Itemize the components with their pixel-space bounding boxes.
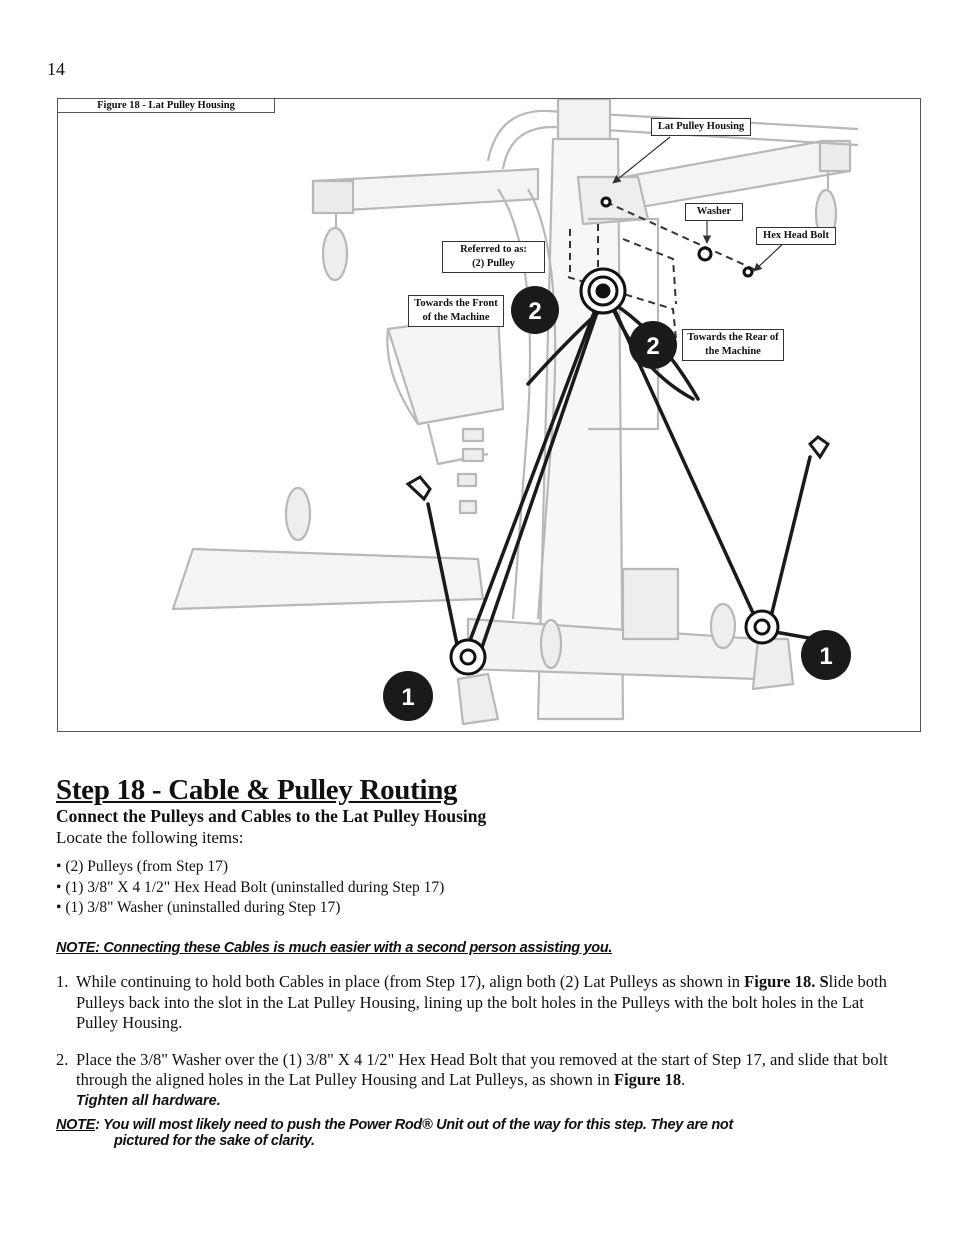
instruction-item: 1. While continuing to hold both Cables … xyxy=(56,972,896,1034)
callout-towards-front: Towards the Front of the Machine xyxy=(408,295,504,327)
svg-text:2: 2 xyxy=(528,298,541,325)
svg-text:2: 2 xyxy=(646,333,659,360)
step-title: Step 18 - Cable & Pulley Routing xyxy=(56,774,458,806)
marker-2-rear: 2 xyxy=(629,321,677,369)
list-item: (2) Pulleys (from Step 17) xyxy=(56,857,444,878)
list-item: (1) 3/8" Washer (uninstalled during Step… xyxy=(56,898,444,919)
marker-1-right: 1 xyxy=(801,630,851,680)
callout-front-line2: of the Machine xyxy=(422,312,490,323)
figure-18: 2 2 1 1 Figure 18 - Lat Pulley Housing L… xyxy=(57,98,921,732)
note-power-rod: NOTE: You will most likely need to push … xyxy=(56,1117,856,1149)
instruction-list: 1. While continuing to hold both Cables … xyxy=(56,972,896,1127)
callout-referred-to-as: Referred to as: (2) Pulley xyxy=(442,241,545,273)
machine-diagram: 2 2 1 1 xyxy=(171,99,859,726)
marker-1-left: 1 xyxy=(383,671,433,721)
parts-list: (2) Pulleys (from Step 17) (1) 3/8" X 4 … xyxy=(56,857,444,919)
list-item: (1) 3/8" X 4 1/2" Hex Head Bolt (uninsta… xyxy=(56,878,444,899)
callout-washer: Washer xyxy=(685,203,743,221)
marker-2-front: 2 xyxy=(511,286,559,334)
callout-referred-line2: (2) Pulley xyxy=(472,258,515,269)
callout-rear-line2: the Machine xyxy=(705,346,761,357)
note-second-person: NOTE: Connecting these Cables is much ea… xyxy=(56,940,613,956)
note-text-line1: : You will most likely need to push the … xyxy=(95,1117,733,1133)
svg-text:1: 1 xyxy=(819,643,832,670)
instruction-number: 1. xyxy=(56,972,69,991)
figure-reference: Figure 18 xyxy=(614,1070,682,1089)
step-subheading: Connect the Pulleys and Cables to the La… xyxy=(56,806,487,826)
intro-text: Locate the following items: xyxy=(56,828,244,847)
callout-referred-line1: Referred to as: xyxy=(460,244,527,255)
note-label: NOTE xyxy=(56,1117,96,1133)
instruction-text: While continuing to hold both Cables in … xyxy=(76,972,745,991)
callout-rear-line1: Towards the Rear of xyxy=(687,332,779,343)
instruction-item: 2. Place the 3/8" Washer over the (1) 3/… xyxy=(56,1050,896,1112)
instruction-number: 2. xyxy=(56,1049,69,1069)
instruction-bold-letter: S xyxy=(819,972,829,991)
instruction-text: Place the 3/8" Washer over the (1) 3/8" … xyxy=(76,1049,888,1090)
instruction-text: . xyxy=(681,1070,686,1089)
note-text-line2: pictured for the sake of clarity. xyxy=(114,1133,315,1149)
callout-towards-rear: Towards the Rear of the Machine xyxy=(682,329,784,361)
page-number: 14 xyxy=(47,59,65,79)
callout-front-line1: Towards the Front xyxy=(414,298,498,309)
callout-hex-head-bolt: Hex Head Bolt xyxy=(756,227,836,245)
svg-text:1: 1 xyxy=(401,684,414,711)
tighten-hardware-text: Tighten all hardware. xyxy=(76,1092,221,1109)
callout-lat-pulley-housing: Lat Pulley Housing xyxy=(651,118,751,136)
figure-reference: Figure 18. xyxy=(744,972,816,991)
figure-caption: Figure 18 - Lat Pulley Housing xyxy=(58,99,275,113)
instruction-text: lide both Pulleys back into the slot in … xyxy=(76,972,887,1032)
